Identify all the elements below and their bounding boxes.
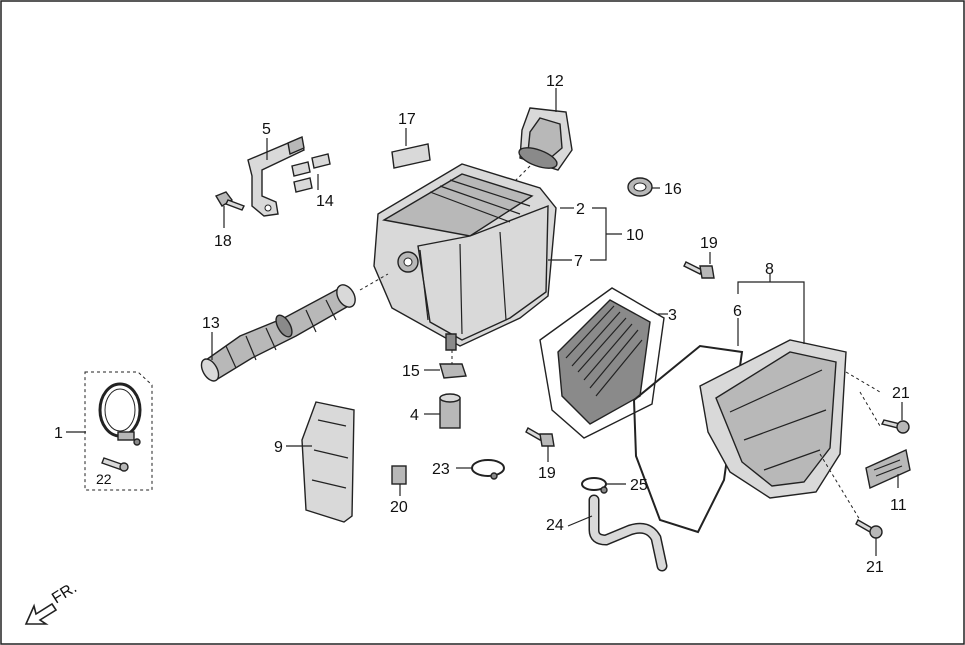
part-11-emblem bbox=[865, 449, 911, 489]
part-2-air-cleaner-case bbox=[359, 163, 557, 372]
part-19-bolt-lower bbox=[525, 427, 555, 447]
callout-21-lower: 21 bbox=[866, 559, 884, 576]
callout-23: 23 bbox=[432, 461, 450, 478]
front-arrow-icon bbox=[24, 602, 58, 625]
callout-13: 13 bbox=[202, 315, 220, 332]
callout-labels: 1 2 3 4 5 6 7 8 9 10 11 12 13 14 15 16 1… bbox=[54, 73, 910, 576]
part-25-hose-clip bbox=[581, 477, 608, 494]
leader-lines bbox=[66, 88, 903, 556]
callout-6: 6 bbox=[733, 303, 742, 320]
callout-2: 2 bbox=[576, 201, 585, 218]
part-24-breather-hose bbox=[588, 494, 668, 572]
front-label: FR. bbox=[49, 579, 80, 607]
callout-18: 18 bbox=[214, 233, 232, 250]
part-9-shield bbox=[301, 401, 355, 523]
callout-10: 10 bbox=[626, 227, 644, 244]
part-14-pads bbox=[291, 153, 331, 193]
callout-21-upper: 21 bbox=[892, 385, 910, 402]
part-15-clip bbox=[439, 363, 467, 379]
part-18-bolt bbox=[214, 191, 245, 211]
callout-9: 9 bbox=[274, 439, 283, 456]
callout-17: 17 bbox=[398, 111, 416, 128]
part-12-intake-duct bbox=[499, 107, 573, 197]
part-22-screw bbox=[101, 457, 129, 472]
part-6-seal bbox=[632, 344, 744, 534]
front-direction-marker: FR. bbox=[24, 579, 80, 625]
callout-11: 11 bbox=[890, 497, 907, 514]
part-20-nut-clip bbox=[391, 465, 407, 485]
part-21-screw-upper bbox=[880, 419, 910, 434]
callout-24: 24 bbox=[546, 517, 564, 534]
callout-15: 15 bbox=[402, 363, 420, 380]
callout-3: 3 bbox=[668, 307, 677, 324]
callout-12: 12 bbox=[546, 73, 564, 90]
callout-25: 25 bbox=[630, 477, 648, 494]
callout-4: 4 bbox=[410, 407, 419, 424]
callout-20: 20 bbox=[390, 499, 408, 516]
callout-22: 22 bbox=[96, 471, 112, 487]
callout-5: 5 bbox=[262, 121, 271, 138]
callout-16: 16 bbox=[664, 181, 682, 198]
part-21-screw-lower bbox=[855, 519, 883, 539]
part-23-clamp-ring bbox=[471, 459, 505, 480]
callout-19-upper: 19 bbox=[700, 235, 718, 252]
part-3-filter-element bbox=[539, 287, 665, 439]
callout-7: 7 bbox=[574, 253, 583, 270]
callout-1: 1 bbox=[54, 425, 63, 442]
callout-8: 8 bbox=[765, 261, 774, 278]
part-16-grommet bbox=[627, 177, 653, 197]
callout-14: 14 bbox=[316, 193, 334, 210]
part-4-drain-tube bbox=[439, 393, 461, 429]
part-17-label bbox=[391, 143, 431, 169]
part-8-cleaner-cover bbox=[699, 339, 881, 521]
part-5-bracket bbox=[247, 136, 305, 217]
callout-19-lower: 19 bbox=[538, 465, 556, 482]
part-1-clamp-group bbox=[84, 371, 153, 491]
part-19-bolt-upper bbox=[683, 261, 715, 279]
part-13-intake-hose bbox=[200, 284, 356, 382]
